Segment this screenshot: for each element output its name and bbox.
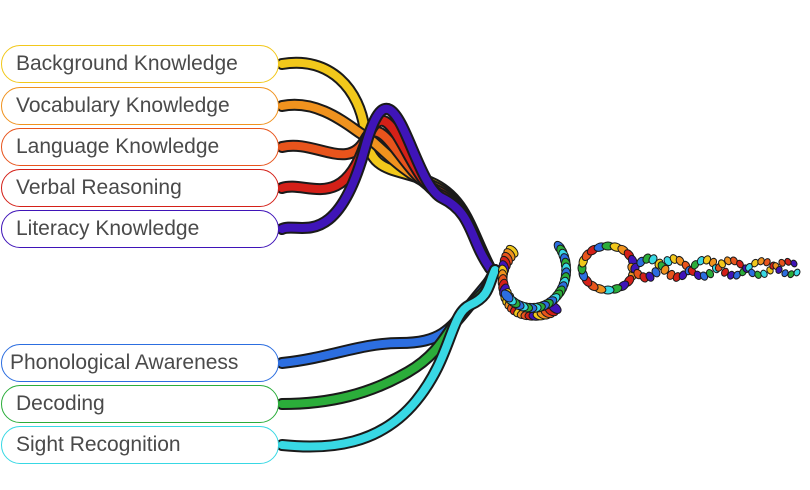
strand-fill [278,58,494,272]
rope-segment [500,289,514,303]
rope-segment [763,258,771,267]
label-background-knowledge: Background Knowledge [1,45,279,83]
lower-strands [276,264,501,453]
rope-segment [775,265,783,274]
strand-sight-recognition [276,264,501,453]
strand-fill [278,105,494,272]
label-vocabulary-knowledge: Vocabulary Knowledge [1,87,279,125]
strand-decoding [276,264,501,410]
twisted-rope [497,240,801,321]
label-literacy-knowledge: Literacy Knowledge [1,210,279,248]
rope-segment [787,270,795,279]
rope-segment [651,267,661,278]
rope-segment [790,259,798,268]
rope-segment [730,256,738,266]
upper-strands [276,56,496,274]
rope-segment [751,258,759,268]
rope-segment [748,268,756,278]
rope-segment [760,269,768,278]
strand-background-knowledge [276,56,496,274]
label-decoding: Decoding [1,385,279,423]
rope-segment [705,269,715,279]
strand-fill [278,266,499,408]
label-sight-recognition: Sight Recognition [1,426,279,464]
label-language-knowledge: Language Knowledge [1,128,279,166]
label-verbal-reasoning: Verbal Reasoning [1,169,279,207]
rope-segment [793,268,801,277]
label-phonological-awareness: Phonological Awareness [1,344,279,382]
rope-segment [784,257,792,266]
rope-segment [733,270,741,280]
strand-literacy-knowledge [276,103,496,274]
strand-fill [278,266,499,451]
